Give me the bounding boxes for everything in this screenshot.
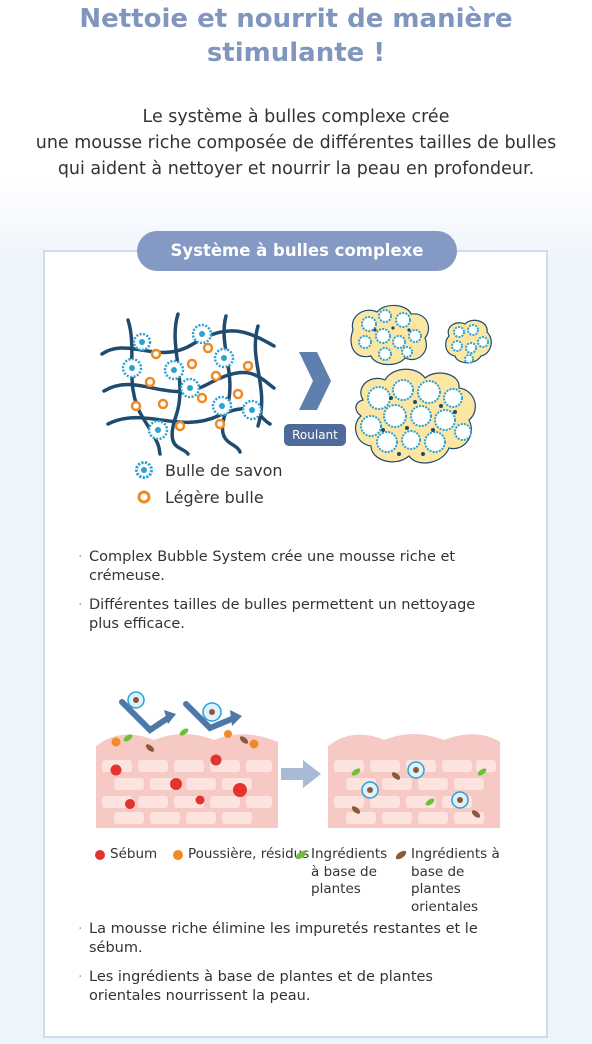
skin-after-illustration (328, 734, 500, 828)
intro-line-1: Le système à bulles complexe crée (142, 107, 450, 127)
rolling-label: Roulant (284, 424, 346, 446)
skin-before-illustration (96, 691, 278, 828)
info-panel (43, 250, 548, 1038)
arrow-right-icon (281, 760, 321, 788)
bullet-item: Les ingrédients à base de plantes et de … (78, 968, 508, 1006)
legend-light-bubble-label: Légère bulle (165, 487, 264, 507)
bullet-list-2: La mousse riche élimine les impuretés re… (78, 920, 508, 1016)
legend-brown-leaf: Ingrédients à base de plantes orientales (394, 846, 506, 916)
bullet-item: La mousse riche élimine les impuretés re… (78, 920, 508, 958)
legend-light-bubble: Légère bulle (133, 486, 264, 508)
sebum-icon (95, 850, 105, 860)
intro-line-2: une mousse riche composée de différentes… (35, 133, 557, 153)
legend-soap-bubble-label: Bulle de savon (165, 460, 283, 480)
intro-text: Le système à bulles complexe crée une mo… (0, 104, 592, 182)
bubble-mesh-illustration (100, 312, 276, 456)
title-line-2: stimulante ! (206, 38, 386, 68)
legend-sebum-label: Sébum (110, 846, 158, 862)
bullet-item: Différentes tailles de bulles permettent… (78, 596, 508, 634)
bullet-item: Complex Bubble System crée une mousse ri… (78, 548, 508, 586)
legend-green-leaf: Ingrédients à base de plantes (294, 846, 390, 899)
brown-leaf-icon (395, 850, 407, 860)
dust-icon (173, 850, 183, 860)
legend-dust: Poussière, résidus (171, 846, 309, 864)
legend-green-leaf-label: Ingrédients à base de plantes (311, 846, 388, 897)
legend-soap-bubble: Bulle de savon (133, 459, 283, 481)
chevron-right-icon (299, 352, 331, 410)
intro-line-3: qui aident à nettoyer et nourrir la peau… (57, 159, 535, 179)
legend-sebum: Sébum (93, 846, 157, 864)
legend-brown-leaf-label: Ingrédients à base de plantes orientales (411, 846, 500, 915)
light-bubble-icon (137, 490, 151, 504)
page-title: Nettoie et nourrit de manière stimulante… (0, 2, 592, 70)
section-badge: Système à bulles complexe (137, 231, 457, 271)
soap-bubble-icon (135, 461, 153, 479)
legend-dust-label: Poussière, résidus (188, 846, 310, 862)
green-leaf-icon (295, 850, 307, 860)
bullet-list-1: Complex Bubble System crée une mousse ri… (78, 548, 508, 644)
title-line-1: Nettoie et nourrit de manière (79, 4, 513, 34)
foam-clusters-illustration (350, 304, 492, 464)
